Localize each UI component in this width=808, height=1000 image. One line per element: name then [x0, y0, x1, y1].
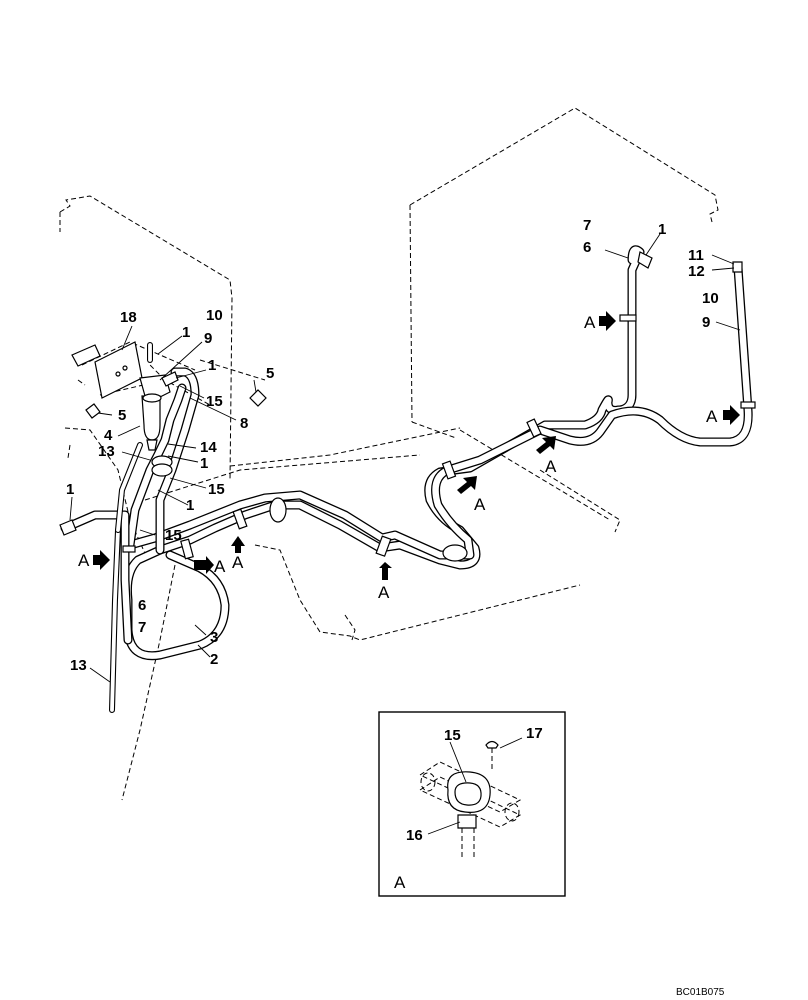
- arrow-letter-a: A: [545, 457, 557, 476]
- arrow-letter-a: A: [214, 557, 226, 576]
- detail-callout-17: 17: [526, 725, 543, 742]
- arrow-letters: A A A A A A A A: [78, 313, 718, 602]
- callout-7: 7: [138, 619, 146, 636]
- callout-10: 10: [702, 290, 719, 307]
- callout-1: 1: [186, 497, 194, 514]
- callout-15: 15: [165, 527, 182, 544]
- callout-15: 15: [206, 393, 223, 410]
- heater-hose-9-10: [125, 263, 753, 560]
- callout-10: 10: [206, 307, 223, 324]
- callout-9: 9: [204, 330, 212, 347]
- callout-9: 9: [702, 314, 710, 331]
- drawing-code: BC01B075: [676, 987, 725, 998]
- callout-5: 5: [118, 407, 126, 424]
- detail-callout-16: 16: [406, 827, 423, 844]
- callout-5: 5: [266, 365, 274, 382]
- callout-7: 7: [583, 217, 591, 234]
- hose-clamps: [122, 314, 756, 562]
- callout-12: 12: [688, 263, 705, 280]
- callout-3: 3: [210, 629, 218, 646]
- callout-13: 13: [98, 443, 115, 460]
- callout-1: 1: [200, 455, 208, 472]
- arrow-a-6: [379, 562, 392, 580]
- valve-assembly: [71, 341, 179, 451]
- leader-lines: [69, 233, 741, 683]
- callout-13: 13: [70, 657, 87, 674]
- callout-6: 6: [138, 597, 146, 614]
- detail-callout-15: 15: [444, 727, 461, 744]
- callout-2: 2: [210, 651, 218, 668]
- detail-title: A: [394, 873, 406, 892]
- bolts: [85, 389, 267, 419]
- callout-11: 11: [688, 247, 704, 264]
- callout-1: 1: [66, 481, 74, 498]
- arrow-letter-a: A: [706, 407, 718, 426]
- callout-labels: 18 10 1 9 1 5 15 5 8 4 13 14 1 15 1 1 15…: [66, 217, 719, 674]
- hose-fittings: [59, 251, 743, 536]
- callout-6: 6: [583, 239, 591, 256]
- arrow-letter-a: A: [78, 551, 90, 570]
- callout-15: 15: [208, 481, 225, 498]
- arrow-a-1: [599, 311, 616, 331]
- arrow-letter-a: A: [378, 583, 390, 602]
- arrow-letter-a: A: [584, 313, 596, 332]
- callout-1: 1: [658, 221, 666, 238]
- callout-8: 8: [240, 415, 248, 432]
- arrow-a-3: [93, 550, 110, 570]
- callout-14: 14: [200, 439, 217, 456]
- arrow-a-5: [457, 476, 477, 494]
- arrow-letter-a: A: [474, 495, 486, 514]
- valve-hoses: [60, 342, 200, 713]
- arrow-a-8: [194, 556, 214, 574]
- arrow-a-2: [723, 405, 740, 425]
- callout-1: 1: [182, 324, 190, 341]
- detail-arrows: [93, 311, 740, 580]
- detail-a-inset: 15 17 16 A: [378, 711, 566, 897]
- arrow-letter-a: A: [232, 553, 244, 572]
- arrow-a-4: [536, 436, 556, 454]
- arrow-a-7: [231, 536, 245, 553]
- callout-4: 4: [104, 427, 113, 444]
- callout-1: 1: [208, 357, 216, 374]
- callout-18: 18: [120, 309, 137, 326]
